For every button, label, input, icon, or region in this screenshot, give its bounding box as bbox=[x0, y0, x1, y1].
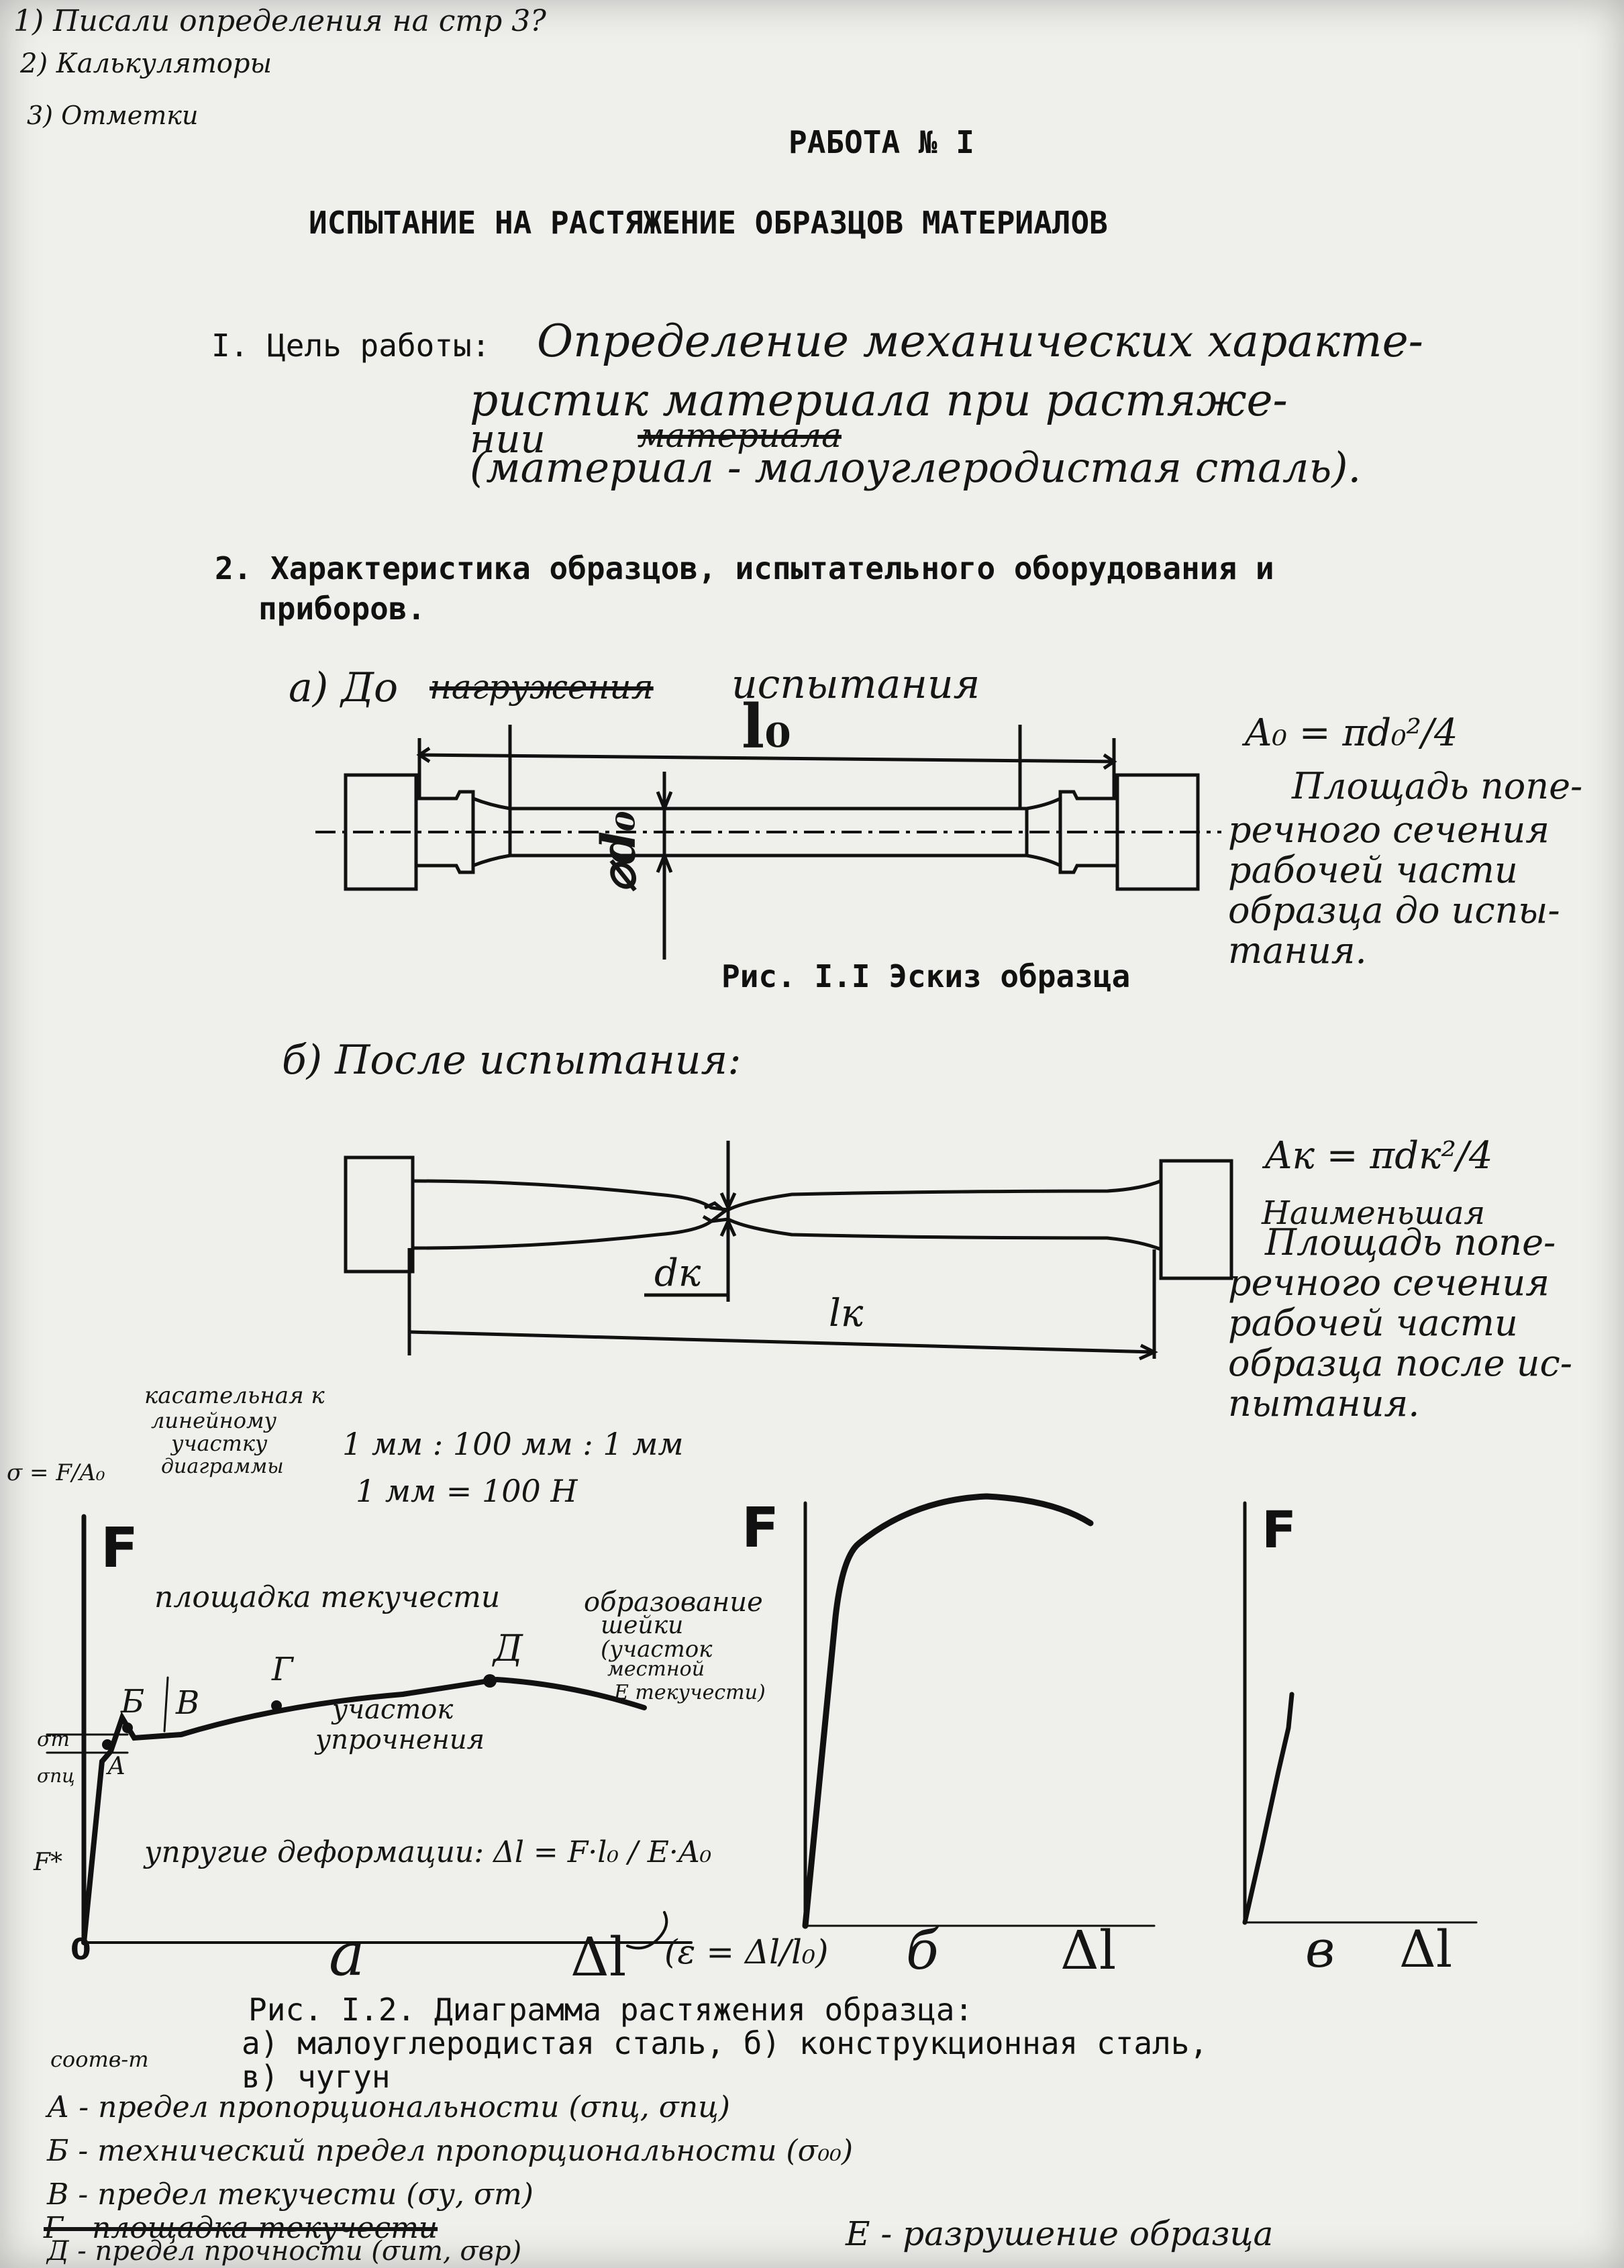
section1-line3: нии bbox=[470, 416, 546, 462]
part-a-struck: нагружения bbox=[429, 668, 654, 707]
figure1-caption: Рис. I.I Эскиз образца bbox=[721, 958, 1131, 994]
legend-extra-e: Е - разрушение образца bbox=[846, 2214, 1274, 2253]
diagram-a-strain: (ε = Δl/l₀) bbox=[664, 1932, 829, 1971]
point-b: Б bbox=[121, 1683, 145, 1720]
legend-item-g: Г - площадка текучести bbox=[44, 2211, 438, 2245]
diagram-a-panel: а bbox=[329, 1919, 365, 1990]
corner-note-3: 3) Отметки bbox=[27, 101, 199, 130]
diagram-b-panel: б bbox=[906, 1919, 939, 1981]
diagram-c-axis-f: F bbox=[1262, 1500, 1297, 1559]
note-b-1: Наименьшая bbox=[1262, 1194, 1486, 1232]
figure2-caption-line2: а) малоуглеродистая сталь, б) конструкци… bbox=[242, 2025, 1209, 2061]
formula-ak: Aк = πdк²/4 bbox=[1265, 1134, 1493, 1178]
note-a-1: Площадь попе- bbox=[1292, 765, 1583, 807]
legend-item-b: Б - технический предел пропорциональност… bbox=[47, 2134, 854, 2168]
diameter-dk-label: dк bbox=[654, 1251, 701, 1295]
formula-a0: A₀ = πd₀²/4 bbox=[1245, 711, 1458, 755]
section1-line1: Определение механических характе- bbox=[537, 315, 1423, 367]
tangent-note-4: диаграммы bbox=[161, 1455, 284, 1478]
corner-note-2: 2) Калькуляторы bbox=[20, 48, 272, 79]
scale-line-2: 1 мм = 100 Н bbox=[356, 1473, 578, 1509]
section2-line2: приборов. bbox=[258, 590, 426, 627]
figure2-caption-line1: Рис. I.2. Диаграмма растяжения образца: bbox=[248, 1992, 974, 2028]
tangent-note-2: линейному bbox=[151, 1408, 277, 1433]
yield-plateau-note: площадка текучести bbox=[154, 1580, 501, 1614]
diagram-b-axis-x: Δl bbox=[1060, 1919, 1117, 1981]
note-a-4: образца до испы- bbox=[1228, 889, 1560, 931]
diagram-b-axis-f: F bbox=[742, 1496, 780, 1560]
part-b-label: б) После испытания: bbox=[282, 1037, 742, 1084]
tangent-note-3: участку bbox=[171, 1431, 268, 1456]
necking-note-5: Е текучести) bbox=[614, 1681, 766, 1704]
part-a-label: а) До bbox=[289, 664, 399, 711]
diagram-c-panel: в bbox=[1305, 1919, 1335, 1979]
legend-header: соотв-т bbox=[50, 2047, 149, 2072]
legend-item-a: А - предел пропорциональности (σпц, σпц) bbox=[47, 2090, 730, 2124]
diagram-a-origin: 0 bbox=[70, 1932, 91, 1967]
necking-note-2: шейки bbox=[601, 1612, 684, 1639]
necking-note-3: (участок bbox=[601, 1636, 713, 1663]
figure2-caption-line3: в) чугун bbox=[242, 2059, 391, 2095]
work-heading: РАБОТА № I bbox=[789, 124, 974, 160]
note-b-2: Площадь попе- bbox=[1265, 1221, 1556, 1264]
note-a-3: рабочей части bbox=[1228, 849, 1518, 891]
hardening-note-2: упрочнения bbox=[315, 1724, 485, 1755]
point-g: Г bbox=[272, 1651, 293, 1688]
note-b-5: образца после ис- bbox=[1228, 1342, 1573, 1384]
necking-note-1: образование bbox=[584, 1587, 763, 1618]
necking-note-4: местной bbox=[607, 1657, 705, 1681]
point-v: В bbox=[176, 1684, 200, 1722]
corner-note-1: 1) Писали определения на стр 3? bbox=[13, 4, 546, 38]
section1-line3-struck: материала bbox=[638, 416, 842, 455]
section1-label: I. Цель работы: bbox=[211, 327, 491, 364]
legend-item-d: Д - предел прочности (σuт, σвр) bbox=[47, 2236, 522, 2267]
note-b-4: рабочей части bbox=[1228, 1302, 1518, 1344]
section1-line4: (материал - малоуглеродистая сталь). bbox=[470, 443, 1362, 492]
note-a-5: тания. bbox=[1228, 929, 1367, 972]
work-title: ИСПЫТАНИЕ НА РАСТЯЖЕНИЕ ОБРАЗЦОВ МАТЕРИА… bbox=[309, 205, 1108, 241]
scale-line-1: 1 мм : 100 мм : 1 мм bbox=[342, 1426, 684, 1462]
point-d: Д bbox=[493, 1627, 523, 1669]
left-label-f-star: F* bbox=[34, 1849, 62, 1876]
note-b-6: пытания. bbox=[1228, 1382, 1420, 1425]
note-a-2: речного сечения bbox=[1228, 809, 1550, 851]
section2-line1: 2. Характеристика образцов, испытательно… bbox=[215, 550, 1274, 586]
diagram-a-axis-f: F bbox=[101, 1516, 139, 1580]
elastic-note: упругие деформации: Δl = F·l₀ / E·A₀ bbox=[144, 1835, 712, 1869]
tangent-note-1: касательная к bbox=[144, 1382, 325, 1409]
diagram-a-axis-x: Δl bbox=[570, 1926, 627, 1988]
section1-line2: ристик материала при растяже- bbox=[470, 374, 1288, 426]
point-a: А bbox=[107, 1753, 126, 1780]
note-b-3: речного сечения bbox=[1228, 1261, 1550, 1304]
part-a-rest: испытания bbox=[731, 661, 980, 708]
legend-item-v: В - предел текучести (σу, σт) bbox=[47, 2177, 534, 2212]
length-lk-label: lк bbox=[829, 1292, 864, 1335]
hardening-note-1: участок bbox=[332, 1694, 454, 1725]
length-l0-label: l₀ bbox=[742, 691, 791, 762]
left-label-sigma-t: σт bbox=[37, 1728, 70, 1751]
sigma-label: σ = F/A₀ bbox=[7, 1459, 105, 1486]
left-label-sigma-pc: σпц bbox=[37, 1765, 75, 1787]
diagram-c-axis-x: Δl bbox=[1399, 1919, 1453, 1979]
